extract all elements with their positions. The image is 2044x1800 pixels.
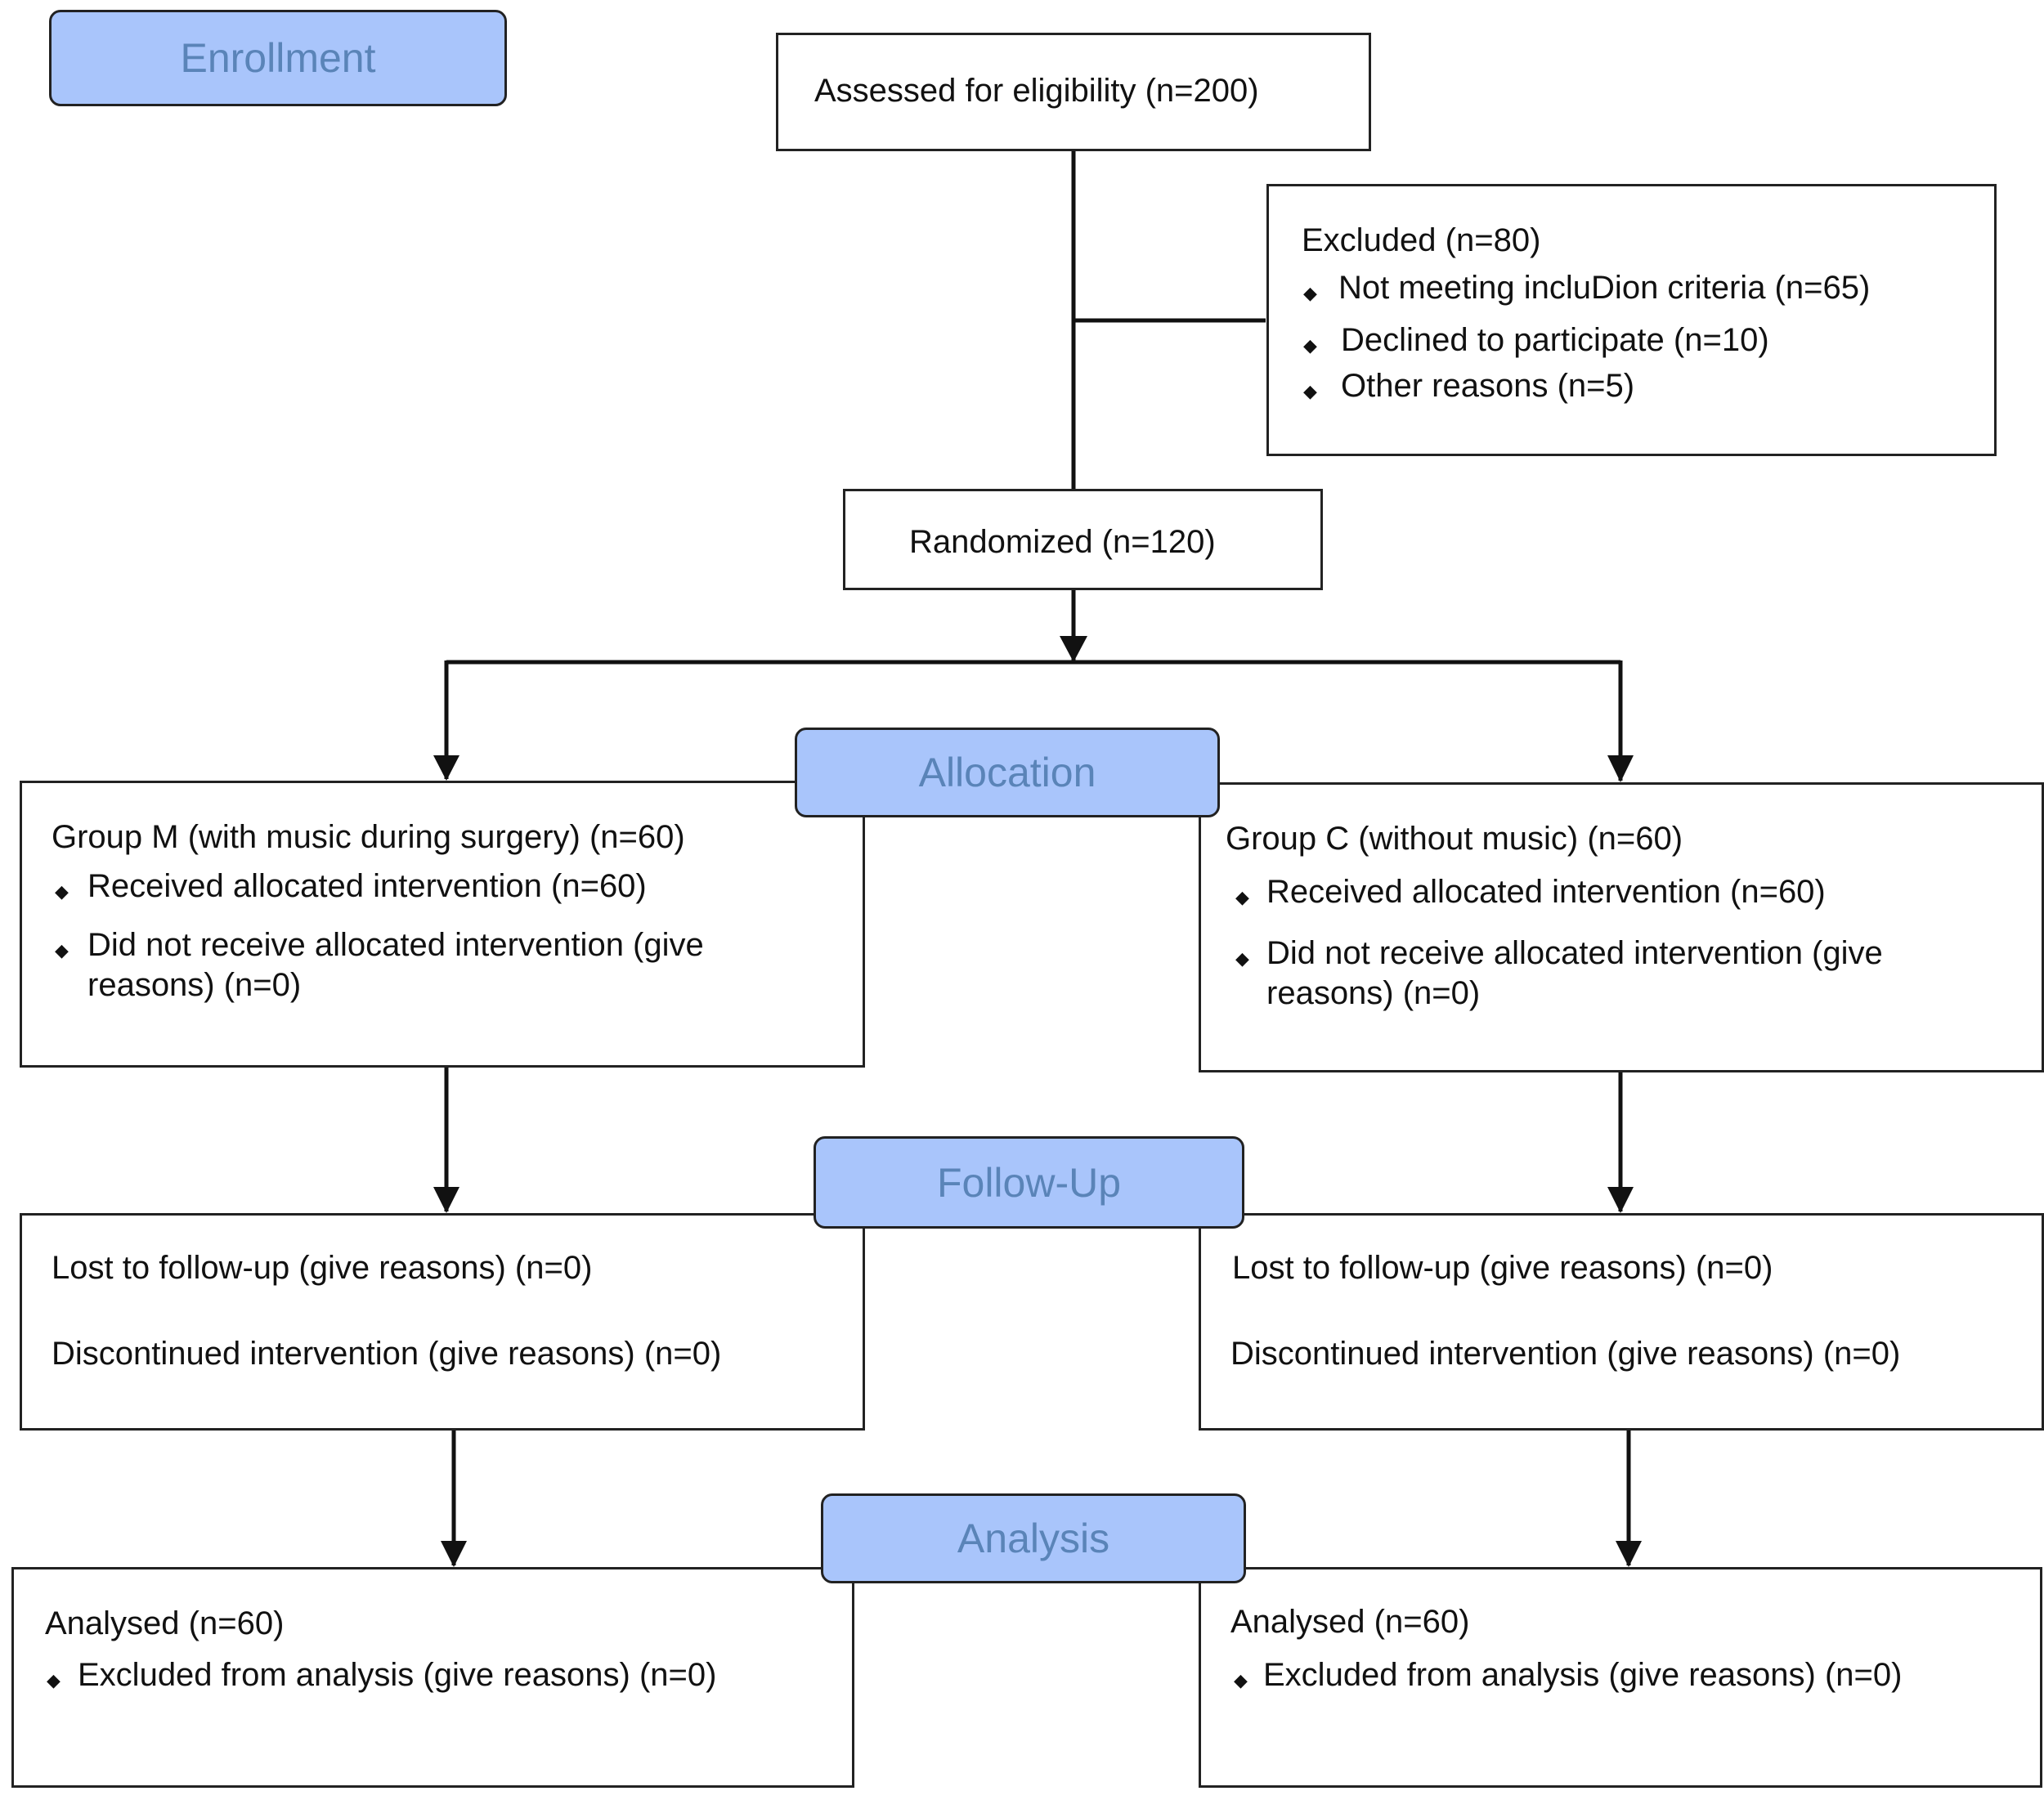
bullet-icon: ◆ xyxy=(55,881,69,902)
analysis-m-item: Excluded from analysis (give reasons) (n… xyxy=(78,1657,717,1693)
bullet-icon: ◆ xyxy=(1234,1670,1248,1690)
arrowhead-group-c xyxy=(1607,755,1634,782)
bullet-icon: ◆ xyxy=(1303,335,1317,356)
phase-label-analysis: Analysis xyxy=(821,1493,1246,1583)
allocation-group-c-box: Group C (without music) (n=60) ◆ Receive… xyxy=(1199,782,2044,1072)
assessed-box: Assessed for eligibility (n=200) xyxy=(776,33,1371,151)
group-m-title: Group M (with music during surgery) (n=6… xyxy=(52,819,685,855)
phase-label-enrollment: Enrollment xyxy=(49,10,507,106)
excluded-title: Excluded (n=80) xyxy=(1302,222,1541,258)
excluded-item: Declined to participate (n=10) xyxy=(1341,322,1769,358)
analysis-m-title: Analysed (n=60) xyxy=(45,1605,285,1641)
phase-label-follow-up: Follow-Up xyxy=(814,1136,1244,1229)
arrowhead-followup-c xyxy=(1607,1187,1634,1213)
allocation-group-m-box: Group M (with music during surgery) (n=6… xyxy=(20,781,865,1068)
arrowhead-group-m xyxy=(433,755,459,781)
followup-m-discontinued: Discontinued intervention (give reasons)… xyxy=(52,1336,722,1372)
bullet-icon: ◆ xyxy=(47,1670,61,1690)
arrowhead-randomized-split xyxy=(1060,636,1087,662)
followup-c-discontinued: Discontinued intervention (give reasons)… xyxy=(1230,1336,1901,1372)
randomized-text: Randomized (n=120) xyxy=(909,524,1216,560)
bullet-icon: ◆ xyxy=(1235,887,1249,907)
arrowhead-analysis-m xyxy=(441,1541,467,1567)
group-c-item: Received allocated intervention (n=60) xyxy=(1266,874,1826,910)
excluded-item: Other reasons (n=5) xyxy=(1341,368,1635,404)
excluded-item: Not meeting incluDion criteria (n=65) xyxy=(1338,270,1871,306)
arrowhead-followup-m xyxy=(433,1187,459,1213)
followup-c-lost: Lost to follow-up (give reasons) (n=0) xyxy=(1232,1250,1773,1286)
arrowhead-analysis-c xyxy=(1616,1541,1642,1567)
assessed-text: Assessed for eligibility (n=200) xyxy=(814,73,1259,109)
bullet-icon: ◆ xyxy=(55,940,69,960)
phase-label-allocation: Allocation xyxy=(795,728,1220,817)
analysis-c-item: Excluded from analysis (give reasons) (n… xyxy=(1263,1657,1903,1693)
randomized-box: Randomized (n=120) xyxy=(843,489,1323,590)
followup-group-m-box: Lost to follow-up (give reasons) (n=0) D… xyxy=(20,1213,865,1431)
analysis-group-m-box: Analysed (n=60) ◆ Excluded from analysis… xyxy=(11,1567,854,1788)
group-c-item: Did not receive allocated intervention (… xyxy=(1266,935,1883,1011)
bullet-icon: ◆ xyxy=(1303,283,1317,303)
analysis-c-title: Analysed (n=60) xyxy=(1230,1604,1470,1640)
followup-group-c-box: Lost to follow-up (give reasons) (n=0) D… xyxy=(1199,1213,2044,1431)
group-c-title: Group C (without music) (n=60) xyxy=(1226,821,1683,857)
excluded-box: Excluded (n=80) ◆ Not meeting incluDion … xyxy=(1266,184,1997,456)
bullet-icon: ◆ xyxy=(1303,381,1317,401)
analysis-group-c-box: Analysed (n=60) ◆ Excluded from analysis… xyxy=(1199,1567,2042,1788)
group-m-item: Did not receive allocated intervention (… xyxy=(87,927,704,1003)
group-m-item: Received allocated intervention (n=60) xyxy=(87,868,647,904)
bullet-icon: ◆ xyxy=(1235,948,1249,969)
followup-m-lost: Lost to follow-up (give reasons) (n=0) xyxy=(52,1250,593,1286)
